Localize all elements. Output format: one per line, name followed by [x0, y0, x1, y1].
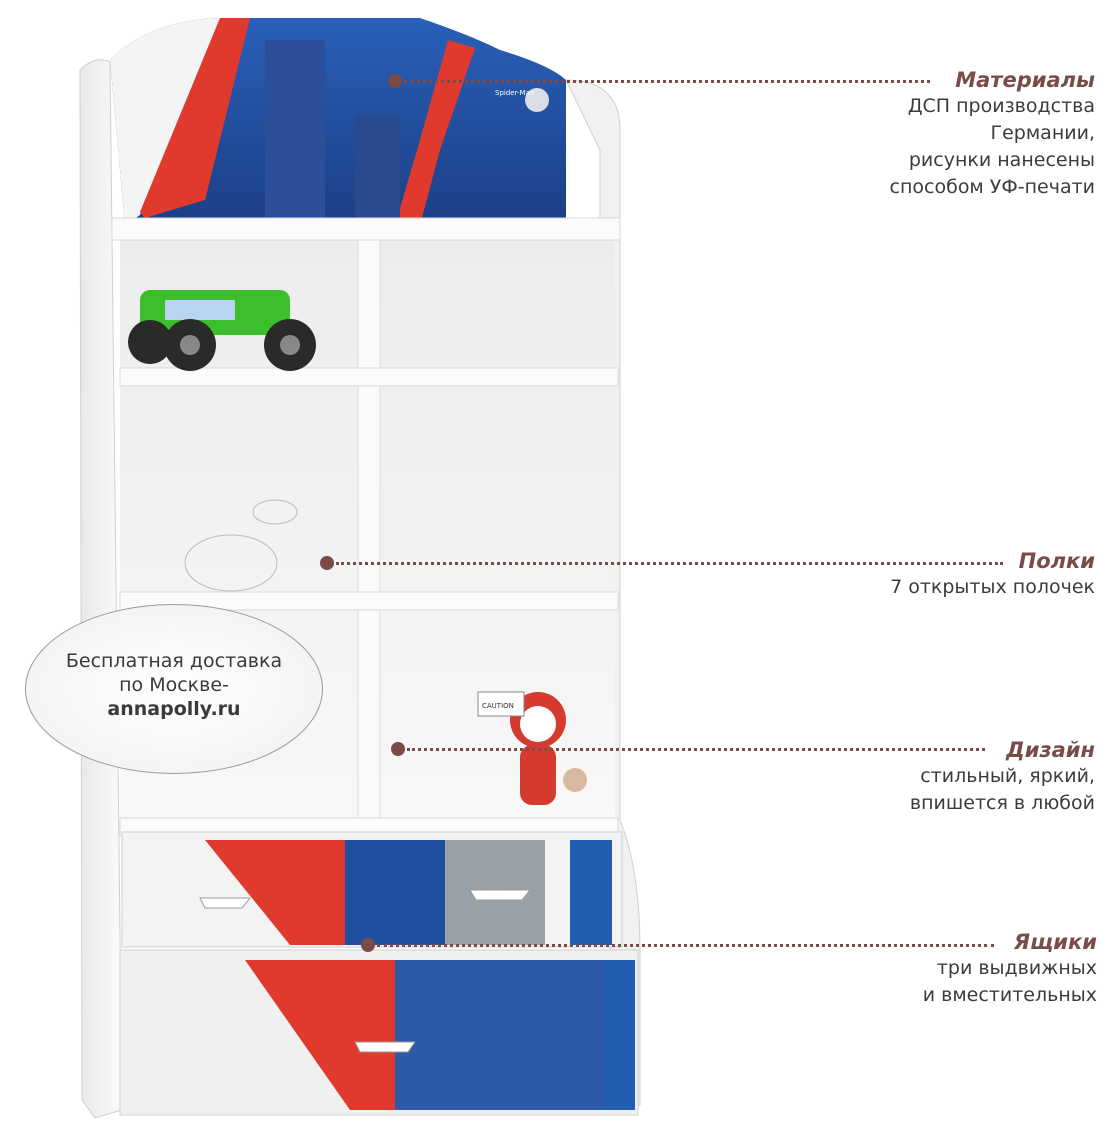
callout-materials-line: способом УФ-печати [889, 176, 1095, 198]
shelf-top [111, 217, 621, 241]
drawer-upper-blue [570, 840, 612, 945]
callout-drawers-title: Ящики [1013, 930, 1097, 954]
callout-drawers-line: и вместительных [922, 984, 1097, 1006]
red-stripe-right [395, 40, 475, 225]
drawer-lower-handle [354, 1041, 416, 1053]
callout-drawers-line: три выдвижных [936, 957, 1097, 979]
drawer-upper-handle-right [469, 889, 532, 901]
callout-shelves: Полки 7 открытых полочек [890, 548, 1095, 601]
callout-leader-materials [404, 80, 930, 83]
callout-leader-drawers [377, 944, 994, 947]
headboard-brand: Spider-Man [495, 89, 534, 97]
building-1 [265, 40, 325, 225]
shelf-2 [119, 367, 619, 387]
drawer-lower-blue [605, 960, 635, 1110]
headboard-white-left [110, 18, 220, 225]
callout-design-title: Дизайн [1005, 738, 1095, 762]
drawer-lower-red [245, 960, 395, 1110]
shelf-3 [119, 591, 619, 611]
callout-design-line: впишется в любой [909, 792, 1095, 814]
callout-leader-shelves [336, 562, 1003, 565]
left-side-panel [79, 59, 123, 1119]
callout-shelves-title: Полки [1018, 549, 1095, 573]
promo-site-link[interactable]: annapolly.ru [107, 698, 241, 720]
callout-leader-design [407, 748, 985, 751]
callout-materials-line: ДСП производства [907, 95, 1095, 117]
callout-drawers: Ящики три выдвижных и вместительных [923, 929, 1097, 1009]
toy-doll: CAUTION [477, 691, 587, 805]
headboard-badge [525, 88, 549, 112]
delivery-promo-badge: Бесплатная доставка по Москве- annapolly… [25, 604, 323, 774]
callout-materials-title: Материалы [955, 68, 1095, 92]
promo-line-1: Бесплатная доставка [65, 650, 283, 672]
callout-materials: Материалы ДСП производства Германии, рис… [890, 67, 1095, 201]
drawer-upper-red [205, 840, 345, 945]
callout-materials-line: Германии, [990, 122, 1095, 144]
callout-dot-design [391, 742, 405, 756]
center-divider [357, 239, 381, 831]
callout-dot-drawers [361, 938, 375, 952]
callout-materials-line: рисунки нанесены [908, 149, 1095, 171]
promo-line-2: по Москве- [119, 674, 229, 696]
drawer-lower-city [395, 960, 605, 1110]
bubble-small [252, 499, 298, 525]
drawer-upper-handle-left [199, 897, 252, 909]
callout-shelves-line: 7 открытых полочек [890, 576, 1095, 598]
toy-sign-text: CAUTION [482, 702, 514, 710]
red-stripe-left [140, 18, 250, 218]
drawer-upper-city [345, 840, 445, 945]
building-2 [355, 115, 400, 225]
toy-truck [128, 290, 316, 371]
callout-design-line: стильный, яркий, [920, 765, 1095, 787]
callout-dot-materials [388, 74, 402, 88]
bubble-large [184, 534, 278, 592]
callout-design: Дизайн стильный, яркий, впишется в любой [910, 737, 1095, 817]
callout-dot-shelves [320, 556, 334, 570]
